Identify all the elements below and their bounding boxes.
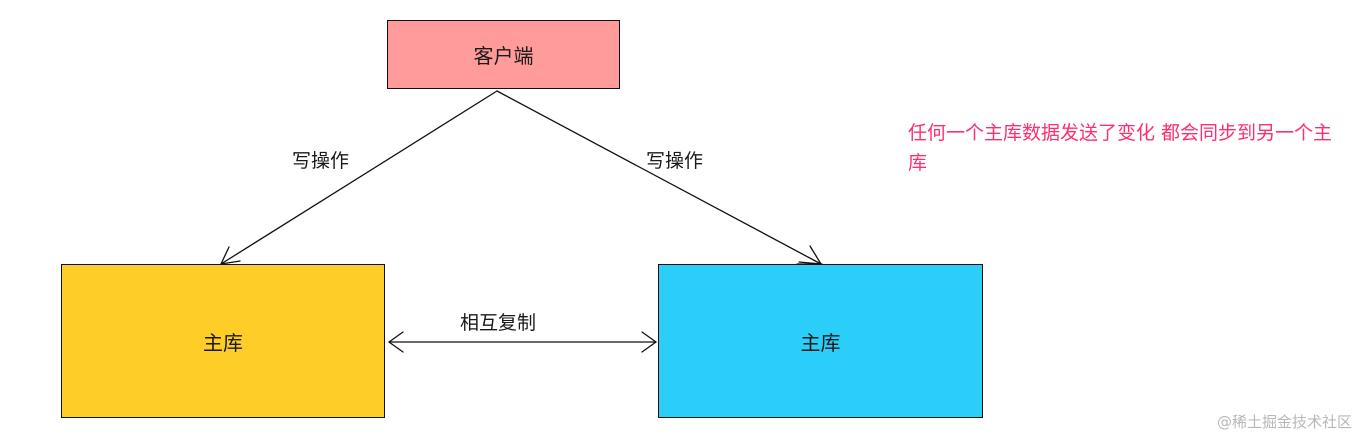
- replicate-arrow-left-head: [388, 331, 404, 353]
- watermark: @稀土掘金技术社区: [1216, 413, 1352, 431]
- replicate-arrow-right-head: [641, 331, 657, 353]
- write-arrow-right-head: [798, 245, 822, 265]
- write-operation-label-left: 写操作: [292, 150, 350, 172]
- client-node: 客户端: [387, 20, 620, 89]
- master-db-left-label: 主库: [203, 330, 243, 355]
- write-arrow-left-head: [220, 246, 241, 265]
- write-operation-label-right: 写操作: [646, 150, 704, 172]
- master-db-left-node: 主库: [61, 264, 385, 418]
- sync-note: 任何一个主库数据发送了变化 都会同步到另一个主库: [908, 122, 1333, 174]
- master-db-right-label: 主库: [800, 330, 841, 355]
- master-db-right-node: 主库: [658, 264, 983, 418]
- write-arrow-left: [220, 90, 498, 265]
- mutual-replication-label: 相互复制: [460, 312, 537, 334]
- write-arrow-right: [496, 90, 822, 265]
- client-label: 客户端: [473, 44, 534, 68]
